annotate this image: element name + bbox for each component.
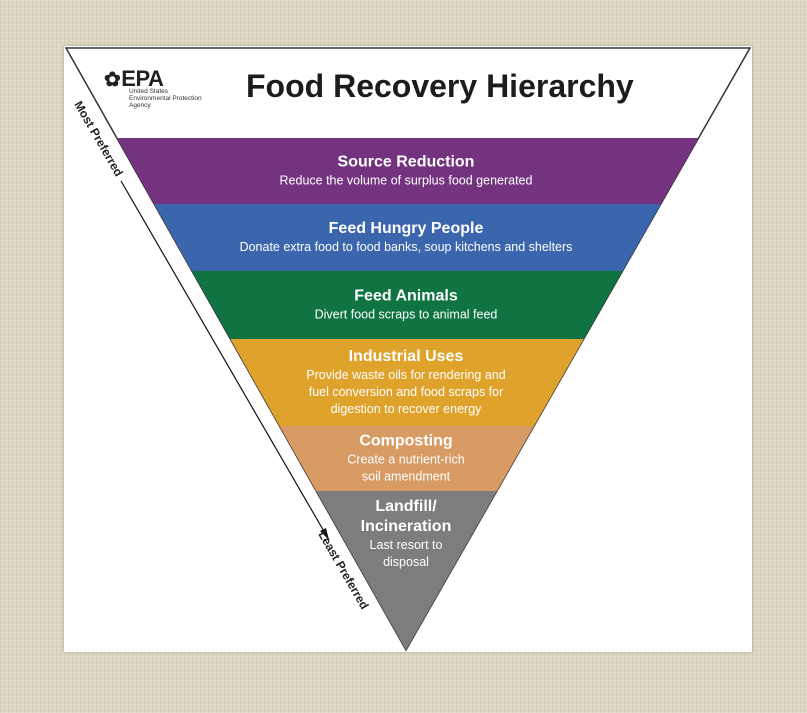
layer-description-industrial-uses: digestion to recover energy [331,402,483,416]
layer-description-feed-hungry-people: Donate extra food to food banks, soup ki… [240,240,573,254]
layer-band-feed-hungry-people [154,204,661,271]
epa-letters: EPA [121,66,164,91]
page-title: Food Recovery Hierarchy [246,68,634,104]
layer-description-composting: soil amendment [362,470,451,484]
layer-title-landfill-incineration: Landfill/ [375,498,437,515]
epa-logo: ✿EPA United States Environmental Protect… [104,66,234,116]
layer-band-industrial-uses [230,339,584,426]
layer-title-source-reduction: Source Reduction [338,154,475,171]
layer-title-industrial-uses: Industrial Uses [349,348,464,365]
layer-description-landfill-incineration: Last resort to [370,538,443,552]
epa-agency-name: United States Environmental Protection A… [129,88,239,109]
layer-title-composting: Composting [359,433,452,450]
epa-wordmark: ✿EPA [104,66,164,92]
layer-band-source-reduction [116,138,699,204]
layer-description-landfill-incineration: disposal [383,555,429,569]
layer-band-composting [279,426,534,491]
agency-line: United States [129,88,169,95]
layer-band-landfill-incineration [316,491,497,650]
agency-line: Agency [129,102,151,109]
preference-arrow-head [320,528,329,540]
layer-title-feed-hungry-people: Feed Hungry People [329,220,484,237]
layer-description-industrial-uses: Provide waste oils for rendering and [306,368,505,382]
layer-description-source-reduction: Reduce the volume of surplus food genera… [280,174,533,188]
triangle-outline [64,47,752,652]
agency-line: Environmental Protection [129,95,202,102]
layer-description-feed-animals: Divert food scraps to animal feed [315,308,498,322]
layer-band-feed-animals [191,271,623,339]
layer-description-composting: Create a nutrient-rich [347,453,464,467]
layer-title-landfill-incineration: Incineration [361,518,452,535]
layer-title-feed-animals: Feed Animals [354,288,458,305]
epa-flower-icon: ✿ [104,69,121,91]
layer-description-industrial-uses: fuel conversion and food scraps for [309,385,504,399]
preference-arrow-line [120,180,330,541]
